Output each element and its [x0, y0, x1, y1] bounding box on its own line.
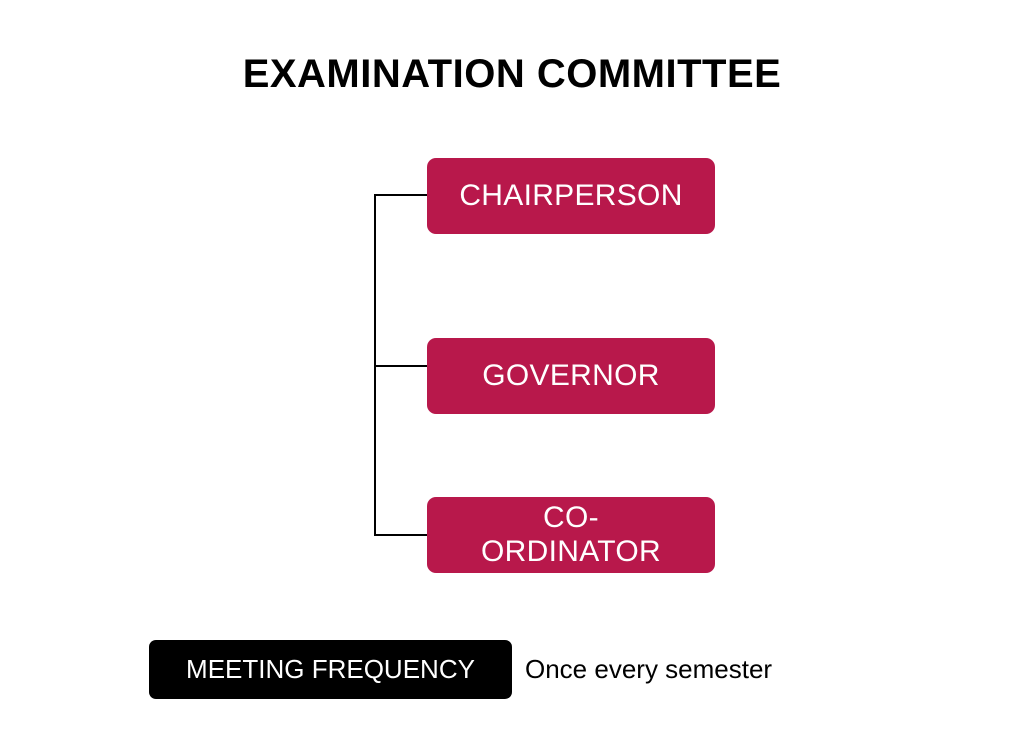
meeting-frequency-box: MEETING FREQUENCY [149, 640, 512, 699]
role-label-coordinator: CO-ORDINATOR [481, 501, 661, 568]
role-label-chairperson: CHAIRPERSON [459, 179, 683, 212]
page-title: EXAMINATION COMMITTEE [242, 52, 782, 96]
meeting-frequency-label: MEETING FREQUENCY [186, 654, 475, 684]
role-box-chairperson: CHAIRPERSON [427, 158, 715, 234]
role-label-governor: GOVERNOR [482, 359, 660, 392]
role-box-coordinator: CO-ORDINATOR [427, 497, 715, 573]
role-box-governor: GOVERNOR [427, 338, 715, 414]
meeting-frequency-value: Once every semester [525, 654, 773, 684]
